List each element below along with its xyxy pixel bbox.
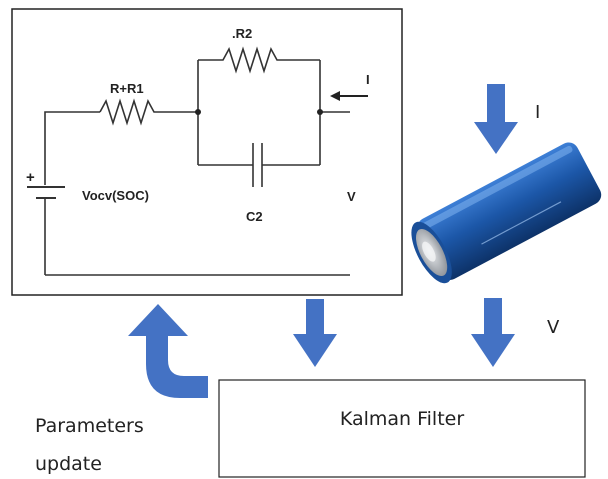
- resistor-r2: [198, 46, 320, 74]
- feedback-label-line2: update: [35, 453, 102, 475]
- c2-label: C2: [246, 209, 263, 224]
- current-label: I: [366, 72, 370, 87]
- voltage-out-label: V: [547, 317, 560, 338]
- r2-label: .R2: [232, 26, 252, 41]
- plus-sign: +: [26, 169, 35, 186]
- voltage-label: V: [347, 189, 356, 204]
- source-label: Vocv(SOC): [82, 188, 149, 203]
- circuit-panel: .R2 R+R1 I + Vocv(SOC) C2 V: [11, 8, 403, 296]
- r-r1-label: R+R1: [110, 81, 144, 96]
- current-arrow: [330, 91, 368, 101]
- feedback-label-line1: Parameters: [35, 415, 144, 437]
- circuit-frame: [11, 8, 403, 296]
- down-arrow-icon-voltage: [471, 298, 515, 367]
- junction-dot-left: [195, 109, 201, 115]
- curved-up-arrow-icon: [128, 304, 208, 398]
- down-arrow-icon-circuit: [293, 299, 337, 367]
- cylindrical-battery-icon: [411, 142, 602, 284]
- current-in-label: I: [535, 102, 540, 123]
- resistor-r-r1: [99, 98, 196, 126]
- kalman-filter-box: Kalman Filter: [218, 379, 586, 478]
- down-arrow-icon-current: [474, 84, 518, 154]
- junction-dot-right: [317, 109, 323, 115]
- voltage-source-symbol: [27, 186, 65, 199]
- kalman-filter-label: Kalman Filter: [340, 408, 465, 430]
